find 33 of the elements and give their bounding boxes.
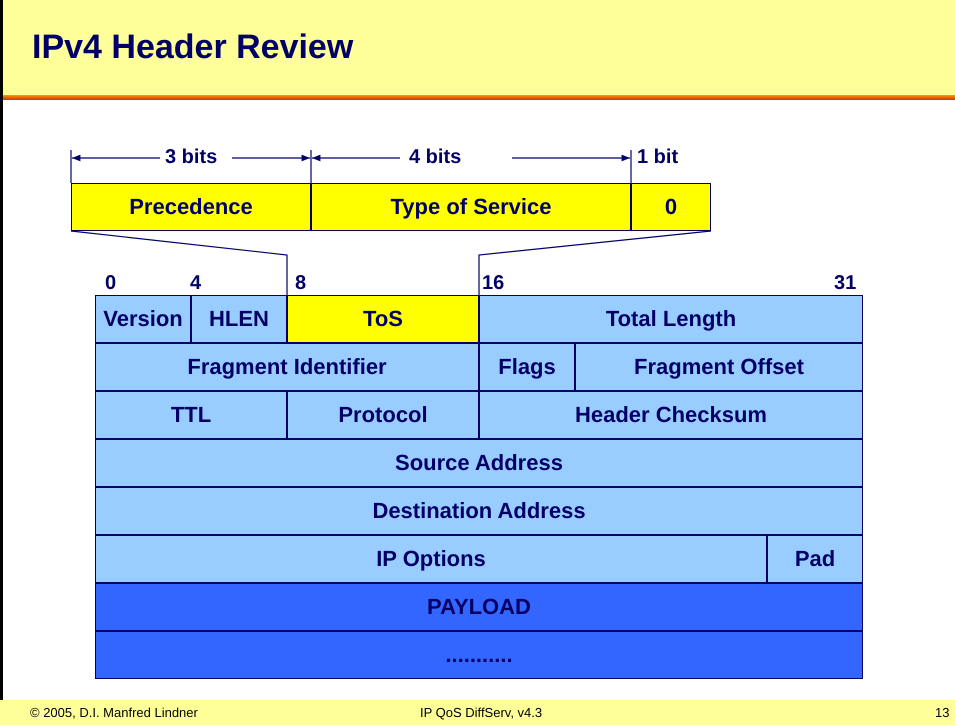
header-field: PAYLOAD xyxy=(95,583,863,631)
slide-title: IPv4 Header Review xyxy=(32,28,354,67)
header-field: Total Length xyxy=(479,295,863,343)
copyright-note: © 2005, D.I. Manfred Lindner xyxy=(30,705,198,720)
header-field: ........... xyxy=(95,631,863,679)
header-field: Pad xyxy=(767,535,863,583)
projection-line xyxy=(70,230,288,295)
bit-width-label: 3 bits xyxy=(165,146,218,169)
header-field: TTL xyxy=(95,391,287,439)
bit-offset: 31 xyxy=(834,272,856,295)
header-field: ToS xyxy=(287,295,479,343)
page-number: 13 xyxy=(935,705,950,720)
bit-offset: 0 xyxy=(105,272,116,295)
tos-subfield: Type of Service xyxy=(311,183,631,231)
bit-offset: 8 xyxy=(295,272,306,295)
header-field: HLEN xyxy=(191,295,287,343)
header-field: Flags xyxy=(479,343,575,391)
header-field: Version xyxy=(95,295,191,343)
tos-subfield: Precedence xyxy=(71,183,311,231)
header-field: Fragment Identifier xyxy=(95,343,479,391)
tos-subfield: 0 xyxy=(631,183,711,231)
bit-width-label: 4 bits xyxy=(409,146,462,169)
header-field: Source Address xyxy=(95,439,863,487)
header-field: Destination Address xyxy=(95,487,863,535)
bit-offset: 4 xyxy=(190,272,202,295)
header-field: Protocol xyxy=(287,391,479,439)
header-field: Fragment Offset xyxy=(575,343,863,391)
header-field: IP Options xyxy=(95,535,767,583)
header-field: Header Checksum xyxy=(479,391,863,439)
projection-line xyxy=(478,230,712,295)
bit-offset: 16 xyxy=(482,272,504,295)
bit-width-label: 1 bit xyxy=(637,146,678,169)
footer-text: IP QoS DiffServ, v4.3 xyxy=(420,705,542,720)
